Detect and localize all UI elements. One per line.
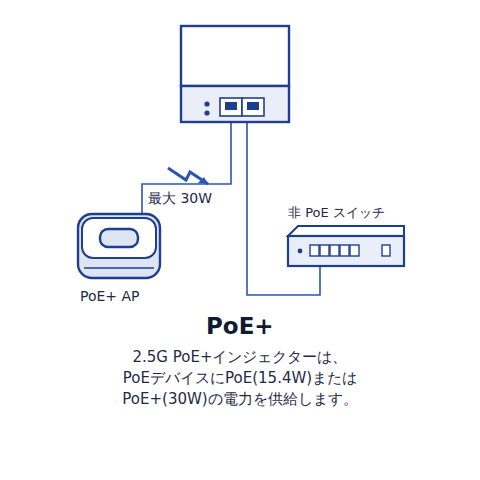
bolt-head [198, 177, 208, 184]
access-point: PoE+ AP [66, 208, 176, 308]
led [204, 101, 209, 106]
switch-front [288, 236, 404, 266]
port-pin [247, 102, 259, 110]
switch-top [288, 226, 404, 236]
power-bolt [168, 168, 208, 184]
ap-seam [84, 267, 154, 268]
port-pin [225, 102, 237, 110]
poe-cable [142, 118, 231, 214]
device-label: PoE+ AP [80, 288, 140, 304]
diagram-caption: 2.5G PoE+インジェクターは、 PoEデバイスにPoE(15.4W)または… [105, 347, 375, 410]
switch-port [310, 245, 319, 256]
network-switch: 非 PoE スイッチ [276, 204, 416, 272]
diagram-title: PoE+ [206, 313, 274, 339]
switch-port [330, 245, 339, 256]
device-label: 非 PoE スイッチ [288, 204, 385, 222]
switch-port [350, 245, 359, 256]
rj45-port [242, 98, 264, 116]
power-jack [382, 245, 390, 256]
rj45-port [220, 98, 242, 116]
ap-body [78, 214, 160, 278]
ap-led-window [100, 229, 138, 247]
injector-body [181, 26, 289, 86]
switch-port [320, 245, 329, 256]
switch-port [340, 245, 349, 256]
poe-injector [181, 26, 289, 122]
led [204, 110, 209, 115]
injector-front [181, 86, 289, 122]
led [298, 249, 303, 254]
ap-face [82, 218, 156, 258]
power-rating-label: 最大 30W [146, 190, 214, 208]
